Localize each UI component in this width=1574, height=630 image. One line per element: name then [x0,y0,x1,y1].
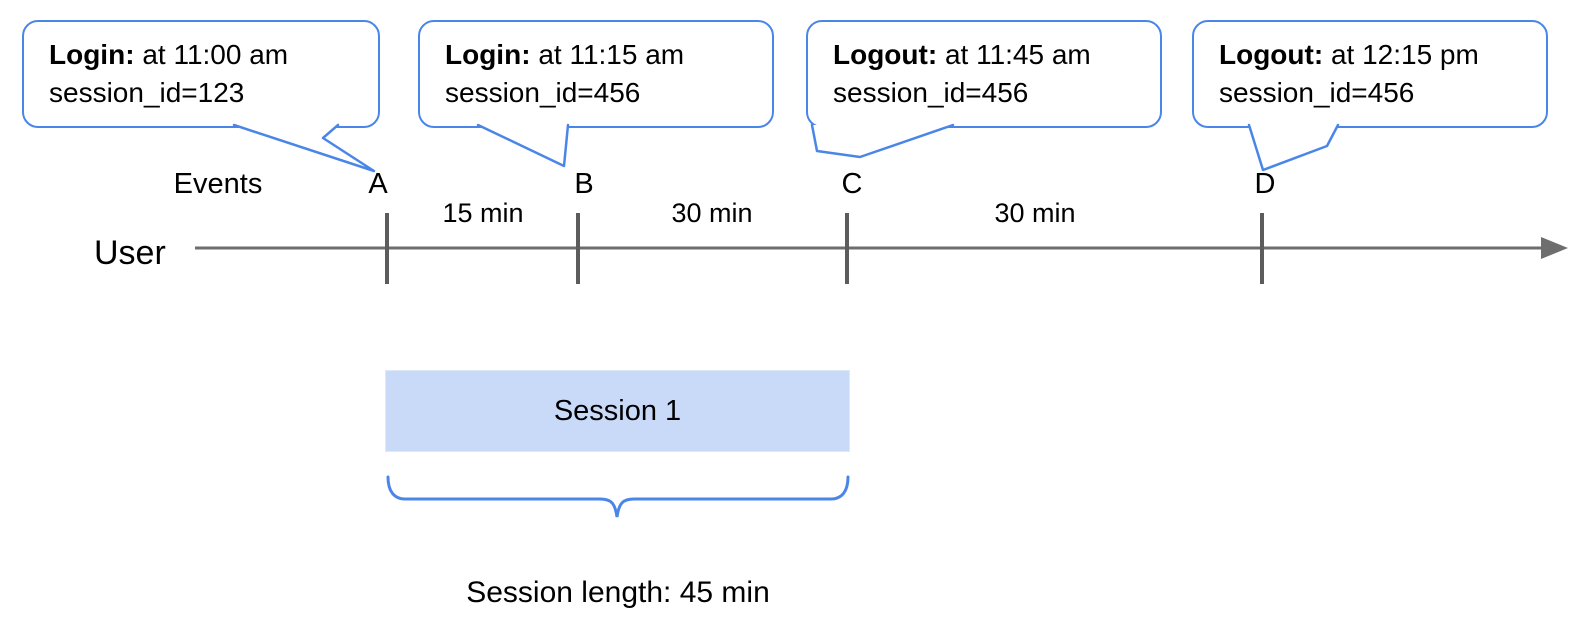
callout-line-event: Login: at 11:00 am [49,36,370,74]
callout-tail-c-icon [810,123,955,159]
callout-line-event: Login: at 11:15 am [445,36,764,74]
callout-line-session: session_id=456 [1219,77,1415,108]
event-time: at 11:45 am [944,39,1091,70]
callout-tail-b-icon [476,123,570,168]
interval-label-cd: 30 min [994,198,1076,228]
event-type: Login: [49,39,135,70]
event-type: Logout: [1219,39,1324,70]
event-marker-b: B [574,168,594,200]
session-1-box: Session 1 [385,370,850,452]
timeline-arrowhead-icon [1541,237,1568,259]
event-time: at 11:00 am [142,39,289,70]
event-marker-a: A [368,168,388,200]
event-time: at 12:15 pm [1330,39,1479,70]
user-label: User [94,234,166,272]
event-type: Logout: [833,39,938,70]
callout-login-b: Login: at 11:15 am session_id=456 [418,20,774,128]
callout-logout-c: Logout: at 11:45 am session_id=456 [806,20,1162,128]
event-time: at 11:15 am [538,39,685,70]
callout-line-session: session_id=456 [445,77,641,108]
event-marker-d: D [1254,168,1276,200]
callout-tail-a-icon [232,123,376,173]
callout-logout-d: Logout: at 12:15 pm session_id=456 [1192,20,1548,128]
session-1-label: Session 1 [553,394,682,427]
session-length-label: Session length: 45 min [466,576,770,609]
event-marker-c: C [841,168,863,200]
interval-label-ab: 15 min [442,198,524,228]
session-brace-icon [386,475,850,518]
callout-line-event: Logout: at 11:45 am [833,36,1152,74]
callout-tail-d-icon [1247,123,1340,172]
interval-label-bc: 30 min [671,198,753,228]
events-label: Events [173,168,263,200]
callout-line-session: session_id=456 [833,77,1029,108]
event-type: Login: [445,39,531,70]
callout-line-session: session_id=123 [49,77,245,108]
callout-login-a: Login: at 11:00 am session_id=123 [22,20,380,128]
callout-line-event: Logout: at 12:15 pm [1219,36,1538,74]
